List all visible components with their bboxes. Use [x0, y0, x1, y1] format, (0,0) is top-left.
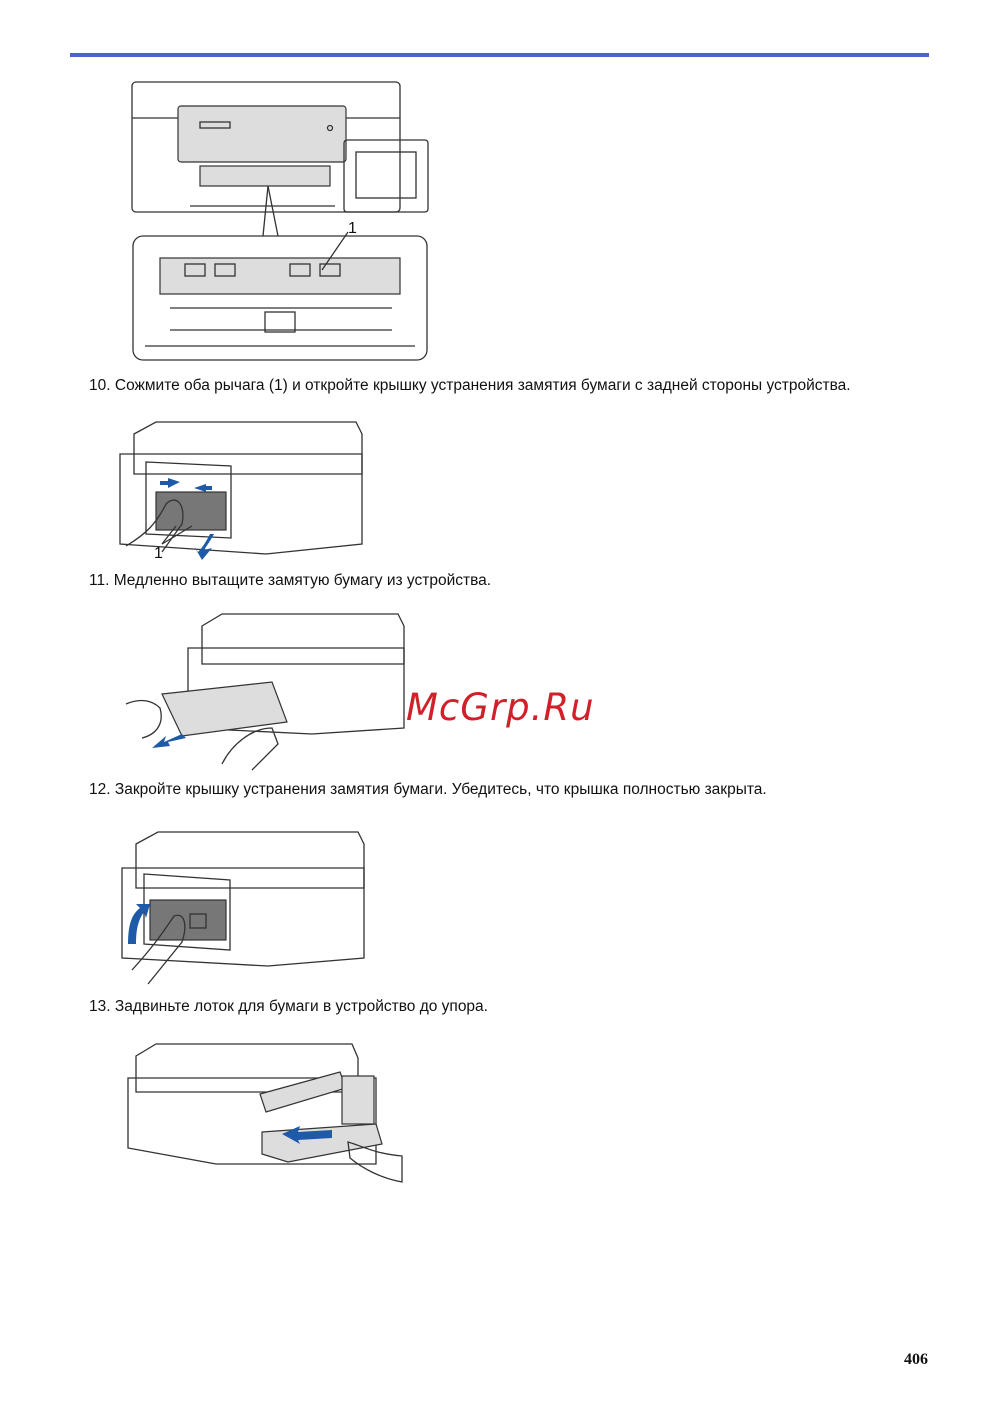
header-rule: [70, 53, 929, 57]
figure-close-cover: [118, 824, 368, 989]
page-number: 406: [904, 1351, 928, 1368]
callout-1: 1: [348, 220, 357, 237]
figure-pull-paper: [122, 604, 407, 772]
figure-insert-tray: [126, 1032, 408, 1188]
step-11: 11. Медленно вытащите замятую бумагу из …: [89, 572, 492, 589]
step-13: 13. Задвиньте лоток для бумаги в устройс…: [89, 998, 488, 1015]
step-12: 12. Закройте крышку устранения замятия б…: [89, 781, 767, 798]
watermark: McGrp.Ru: [406, 686, 595, 729]
figure-printer-front-rollers: 1: [130, 78, 432, 364]
step-10: 10. Сожмите оба рычага (1) и откройте кр…: [89, 377, 851, 394]
callout-1: 1: [154, 545, 163, 562]
figure-squeeze-levers: 1: [116, 414, 366, 564]
